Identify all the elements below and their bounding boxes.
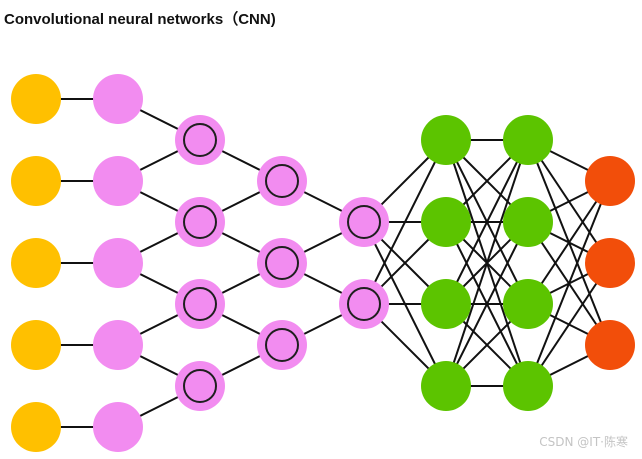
hidden-layer-1-node-4 [93, 320, 143, 370]
output-layer-node-1 [585, 156, 635, 206]
conv-layer-3-node-2 [339, 279, 389, 329]
dense-layer-1-node-2 [421, 197, 471, 247]
edge-6-3-to-7-0 [527, 180, 611, 387]
conv-layer-2-node-2 [257, 238, 307, 288]
diagram-title: Convolutional neural networks（CNN) [4, 11, 276, 28]
output-layer-node-2 [585, 238, 635, 288]
conv-layer-2-node-3 [257, 320, 307, 370]
conv-ring-icon [183, 369, 217, 403]
hidden-layer-1-node-2 [93, 156, 143, 206]
input-layer-node-5 [11, 402, 61, 452]
conv-layer-1-node-4 [175, 361, 225, 411]
conv-ring-icon [265, 246, 299, 280]
edge-5-2-to-6-0 [445, 139, 529, 305]
input-layer-node-4 [11, 320, 61, 370]
conv-layer-1-node-1 [175, 115, 225, 165]
conv-ring-icon [183, 123, 217, 157]
input-layer-node-3 [11, 238, 61, 288]
dense-layer-2-node-2 [503, 197, 553, 247]
edge-4-1-to-5-0 [363, 139, 447, 305]
conv-layer-2-node-1 [257, 156, 307, 206]
conv-ring-icon [183, 287, 217, 321]
input-layer-node-1 [11, 74, 61, 124]
dense-layer-1-node-4 [421, 361, 471, 411]
input-layer-node-2 [11, 156, 61, 206]
conv-ring-icon [347, 205, 381, 239]
dense-layer-2-node-1 [503, 115, 553, 165]
conv-ring-icon [183, 205, 217, 239]
hidden-layer-1-node-5 [93, 402, 143, 452]
edge-5-3-to-6-0 [445, 139, 529, 387]
conv-ring-icon [265, 164, 299, 198]
output-layer-node-3 [585, 320, 635, 370]
edge-5-3-to-6-1 [445, 221, 529, 387]
hidden-layer-1-node-3 [93, 238, 143, 288]
conv-layer-1-node-3 [175, 279, 225, 329]
watermark: CSDN @IT·陈寒 [539, 435, 628, 449]
hidden-layer-1-node-1 [93, 74, 143, 124]
dense-layer-2-node-4 [503, 361, 553, 411]
conv-ring-icon [347, 287, 381, 321]
conv-ring-icon [265, 328, 299, 362]
conv-layer-1-node-2 [175, 197, 225, 247]
dense-layer-1-node-3 [421, 279, 471, 329]
network-nodes [11, 74, 635, 452]
conv-layer-3-node-1 [339, 197, 389, 247]
dense-layer-2-node-3 [503, 279, 553, 329]
dense-layer-1-node-1 [421, 115, 471, 165]
